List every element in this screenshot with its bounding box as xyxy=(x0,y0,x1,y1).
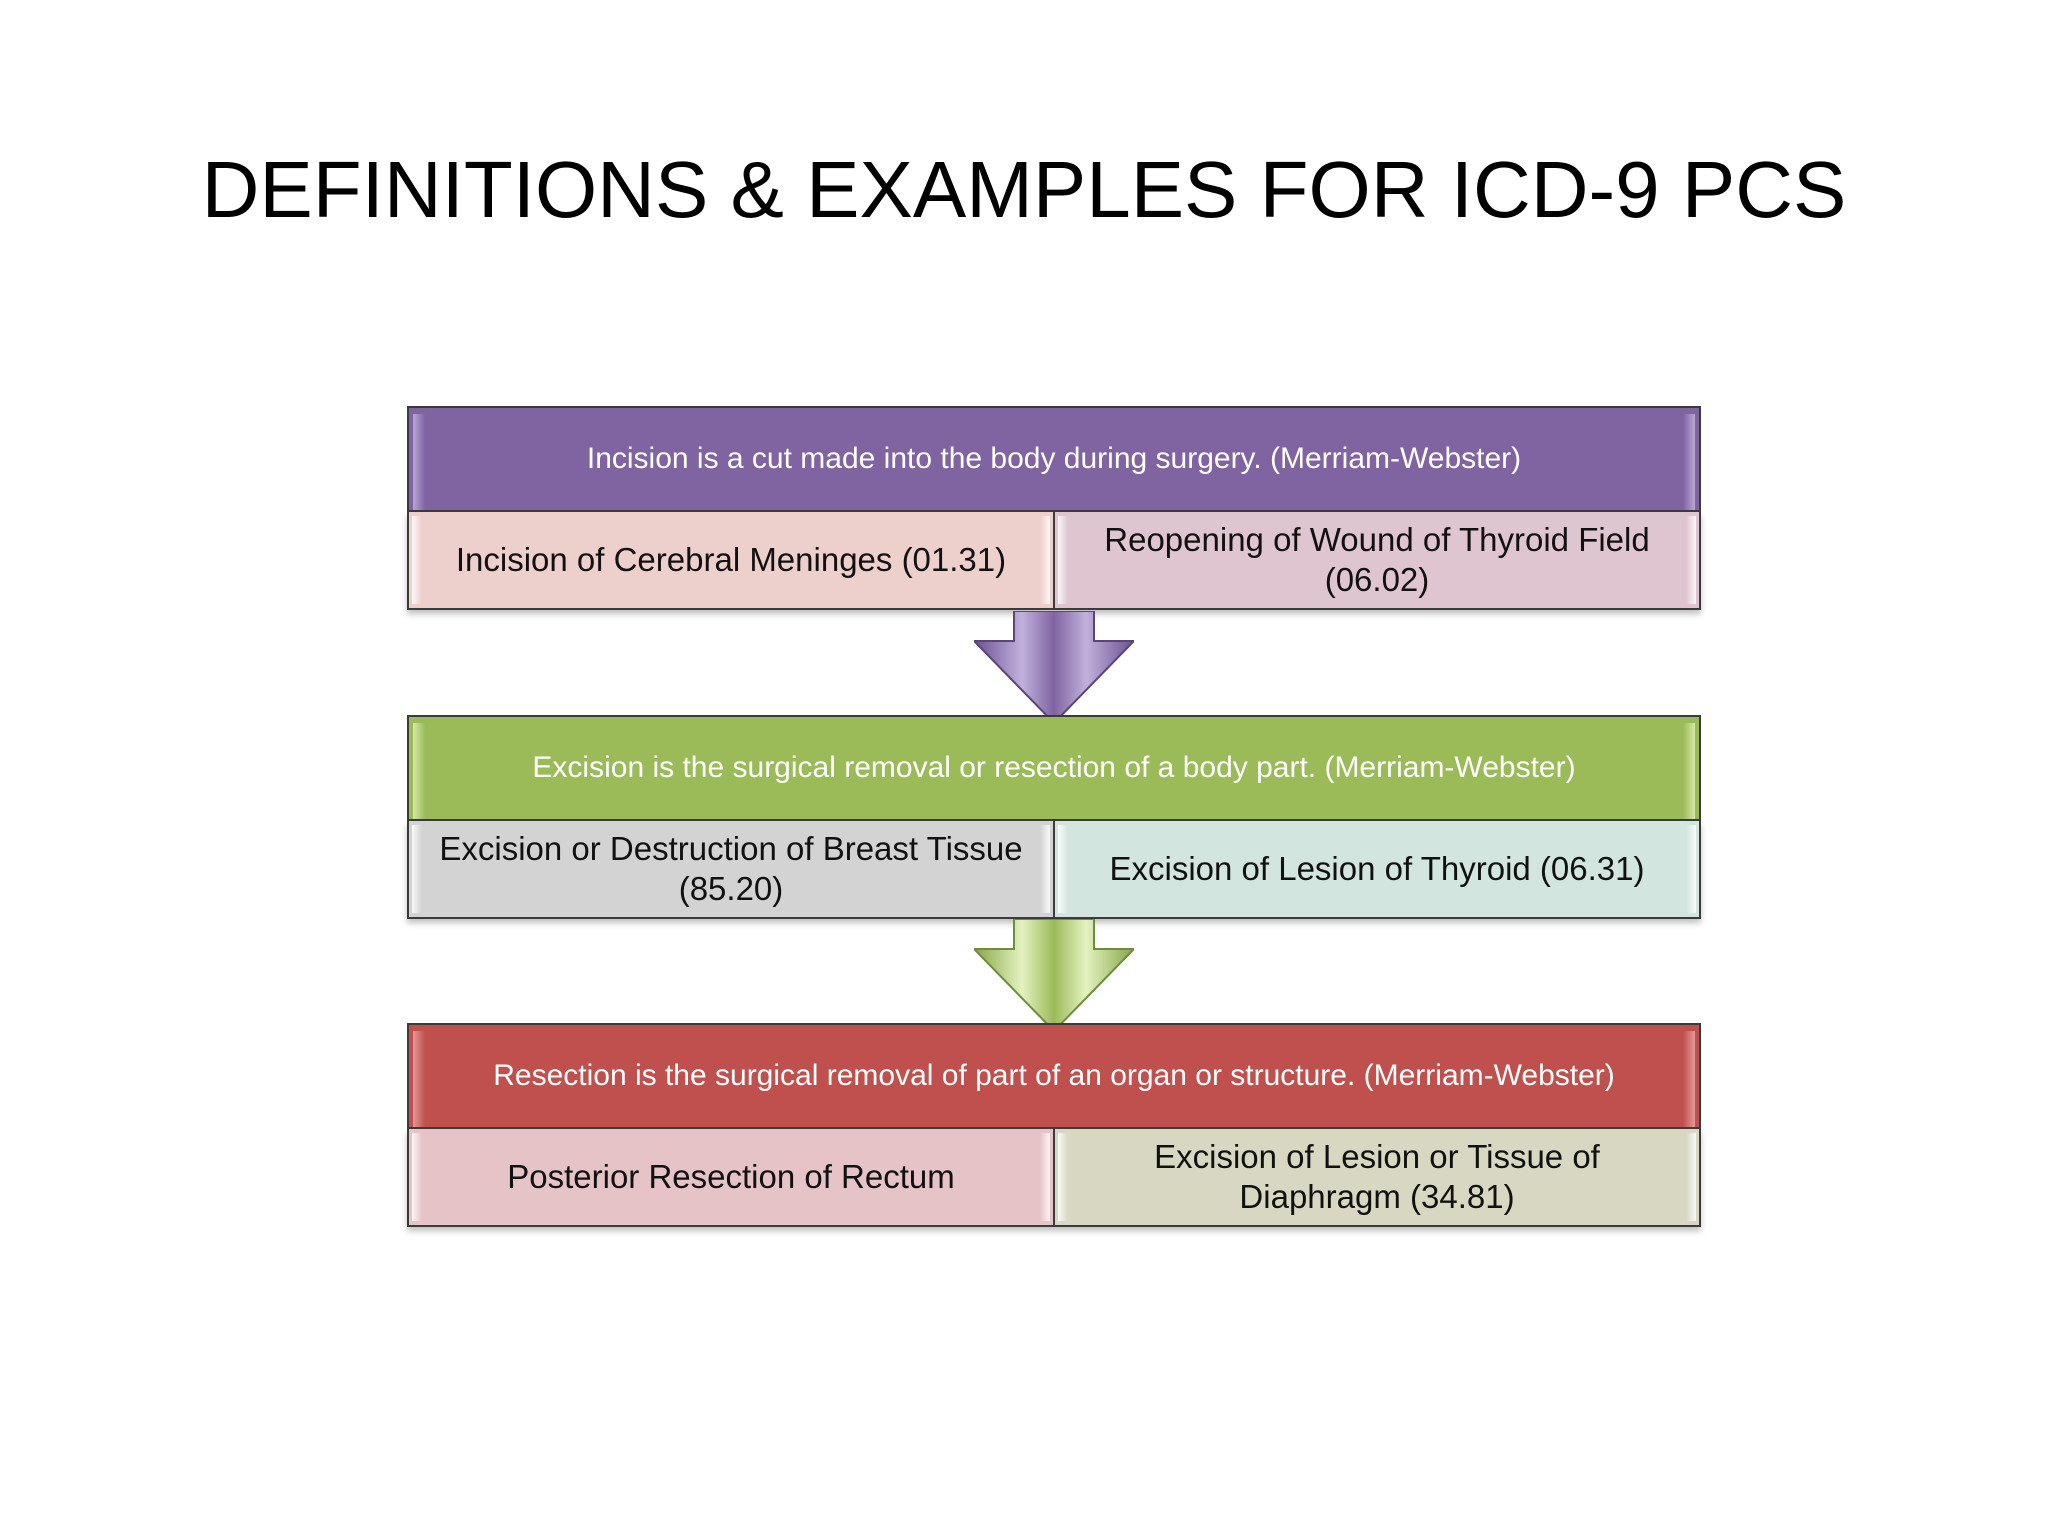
resection-block: Resection is the surgical removal of par… xyxy=(407,1023,1701,1227)
excision-definition: Excision is the surgical removal or rese… xyxy=(407,715,1701,821)
down-arrow-green-icon xyxy=(974,919,1134,1031)
excision-block: Excision is the surgical removal or rese… xyxy=(407,715,1701,919)
excision-example-2: Excision of Lesion of Thyroid (06.31) xyxy=(1053,821,1699,917)
incision-examples: Incision of Cerebral Meninges (01.31) Re… xyxy=(407,512,1701,610)
incision-example-2: Reopening of Wound of Thyroid Field (06.… xyxy=(1053,512,1699,608)
incision-definition: Incision is a cut made into the body dur… xyxy=(407,406,1701,512)
slide-title: DEFINITIONS & EXAMPLES FOR ICD-9 PCS xyxy=(201,145,1847,234)
resection-example-2: Excision of Lesion or Tissue of Diaphrag… xyxy=(1053,1129,1699,1225)
incision-example-1: Incision of Cerebral Meninges (01.31) xyxy=(409,512,1053,608)
incision-block: Incision is a cut made into the body dur… xyxy=(407,406,1701,610)
excision-example-1: Excision or Destruction of Breast Tissue… xyxy=(409,821,1053,917)
down-arrow-purple-icon xyxy=(974,611,1134,723)
resection-examples: Posterior Resection of Rectum Excision o… xyxy=(407,1129,1701,1227)
excision-examples: Excision or Destruction of Breast Tissue… xyxy=(407,821,1701,919)
resection-example-1: Posterior Resection of Rectum xyxy=(409,1129,1053,1225)
resection-definition: Resection is the surgical removal of par… xyxy=(407,1023,1701,1129)
